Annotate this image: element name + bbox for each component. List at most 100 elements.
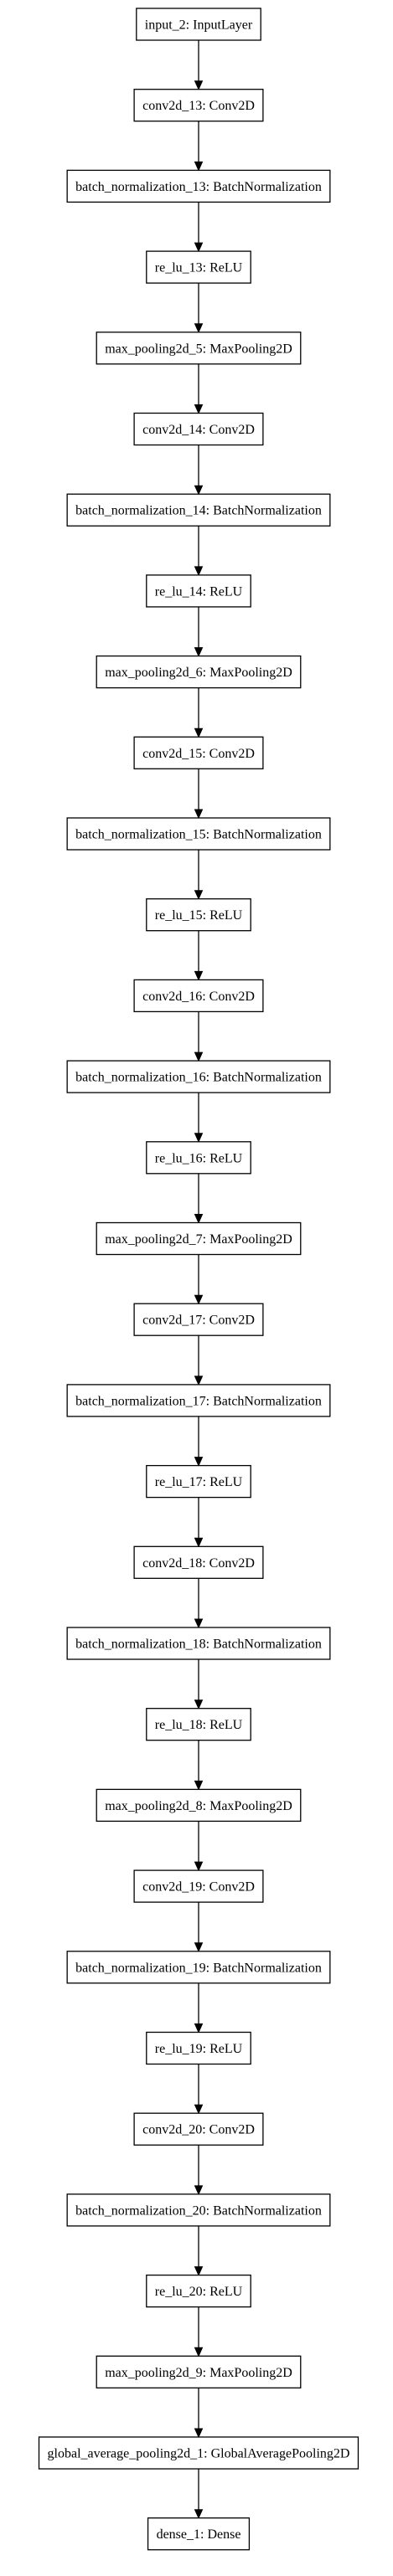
layer-node-label: max_pooling2d_8: MaxPooling2D (105, 1799, 292, 1813)
layer-node-label: conv2d_20: Conv2D (142, 2123, 255, 2137)
layer-node-box (133, 736, 264, 769)
arrowhead (194, 2023, 204, 2034)
layer-node-global-average-pooling2d-1: global_average_pooling2d_1: GlobalAverag… (38, 2436, 359, 2470)
edge-arrow (194, 1821, 204, 1872)
layer-node-label: batch_normalization_17: BatchNormalizati… (75, 1394, 322, 1408)
layer-node-box (146, 1708, 251, 1741)
layer-node-label: re_lu_16: ReLU (155, 1151, 243, 1165)
layer-node-batch-normalization-13: batch_normalization_13: BatchNormalizati… (66, 169, 331, 203)
edge-arrow (194, 1497, 204, 1548)
layer-node-label: re_lu_15: ReLU (155, 908, 243, 923)
layer-node-conv2d-18: conv2d_18: Conv2D (133, 1545, 264, 1579)
layer-node-max-pooling2d-6: max_pooling2d_6: MaxPooling2D (96, 655, 302, 689)
layer-node-re-lu-13: re_lu_13: ReLU (146, 250, 251, 284)
edge-arrow (194, 121, 204, 172)
layer-node-label: re_lu_19: ReLU (155, 2042, 243, 2056)
layer-node-conv2d-13: conv2d_13: Conv2D (133, 89, 264, 122)
layer-node-box (133, 1545, 264, 1579)
layer-node-box (146, 2274, 251, 2308)
layer-node-batch-normalization-20: batch_normalization_20: BatchNormalizati… (66, 2193, 331, 2227)
layer-node-max-pooling2d-7: max_pooling2d_7: MaxPooling2D (96, 1221, 302, 1256)
edge-arrow (194, 1254, 204, 1305)
layer-node-re-lu-15: re_lu_15: ReLU (146, 898, 251, 932)
layer-node-re-lu-19: re_lu_19: ReLU (146, 2031, 251, 2065)
layer-node-label: batch_normalization_13: BatchNormalizati… (75, 180, 322, 194)
layer-node-conv2d-15: conv2d_15: Conv2D (133, 736, 264, 769)
layer-node-box (66, 493, 331, 527)
layer-node-box (133, 412, 264, 446)
arrowhead (194, 1457, 204, 1467)
layer-node-re-lu-14: re_lu_14: ReLU (146, 574, 251, 608)
layer-node-box (133, 1303, 264, 1336)
arrowhead (194, 1699, 204, 1710)
arrowhead (194, 485, 204, 496)
layer-node-batch-normalization-15: batch_normalization_15: BatchNormalizati… (66, 817, 331, 851)
layer-node-conv2d-16: conv2d_16: Conv2D (133, 979, 264, 1013)
layer-node-max-pooling2d-9: max_pooling2d_9: MaxPooling2D (96, 2355, 302, 2388)
edge-arrow (194, 1982, 204, 2034)
arrowhead (194, 647, 204, 657)
edge-arrow (194, 2225, 204, 2276)
arrowhead (194, 1214, 204, 1224)
layer-node-re-lu-17: re_lu_17: ReLU (146, 1464, 251, 1499)
arrowhead (194, 2266, 204, 2276)
layer-node-label: re_lu_13: ReLU (155, 261, 243, 275)
edge-arrow (194, 1335, 204, 1386)
arrowhead (194, 2428, 204, 2439)
layer-node-batch-normalization-17: batch_normalization_17: BatchNormalizati… (66, 1384, 331, 1417)
edge-arrow (194, 2469, 204, 2519)
layer-node-label: re_lu_14: ReLU (155, 584, 243, 599)
edge-arrow (194, 930, 204, 981)
edge-arrow (194, 1011, 204, 1062)
layer-node-box (146, 1141, 251, 1175)
arrowhead (194, 1780, 204, 1791)
arrowhead (194, 728, 204, 738)
layer-node-box (133, 1869, 264, 1903)
edge-arrow (194, 283, 204, 334)
edge-arrow (194, 1902, 204, 1953)
arrowhead (194, 890, 204, 900)
layer-node-box (133, 2112, 264, 2146)
edge-arrow (194, 2064, 204, 2115)
arrowhead (194, 566, 204, 577)
layer-node-box (66, 1384, 331, 1417)
edge-arrow (194, 2306, 204, 2357)
layer-node-label: input_2: InputLayer (145, 18, 253, 33)
layer-node-box (146, 250, 251, 284)
layer-node-label: max_pooling2d_6: MaxPooling2D (105, 666, 292, 680)
arrowhead (194, 404, 204, 414)
arrowhead (194, 1942, 204, 1953)
layer-node-conv2d-17: conv2d_17: Conv2D (133, 1303, 264, 1336)
layer-node-label: batch_normalization_14: BatchNormalizati… (75, 504, 322, 518)
edge-arrow (194, 606, 204, 657)
layer-node-label: conv2d_18: Conv2D (142, 1556, 255, 1571)
edge-arrow (194, 687, 204, 738)
layer-node-label: max_pooling2d_9: MaxPooling2D (105, 2366, 292, 2380)
arrowhead (194, 1537, 204, 1548)
layer-node-box (66, 169, 331, 203)
layer-node-box (66, 1951, 331, 1984)
layer-node-box (66, 817, 331, 851)
arrowhead (194, 1618, 204, 1629)
layer-node-input-2: input_2: InputLayer (136, 8, 261, 41)
layer-node-box (66, 2193, 331, 2227)
arrowhead (194, 2509, 204, 2519)
arrowhead (194, 242, 204, 253)
layer-node-batch-normalization-14: batch_normalization_14: BatchNormalizati… (66, 493, 331, 527)
layer-node-re-lu-20: re_lu_20: ReLU (146, 2274, 251, 2308)
edge-arrow (194, 1659, 204, 1710)
layer-node-box (146, 574, 251, 608)
layer-node-re-lu-16: re_lu_16: ReLU (146, 1141, 251, 1175)
layer-node-box (96, 1221, 302, 1256)
arrowhead (194, 2104, 204, 2115)
arrowhead (194, 1294, 204, 1305)
layer-node-box (146, 2031, 251, 2065)
layer-node-label: conv2d_14: Conv2D (142, 423, 255, 437)
layer-node-label: max_pooling2d_7: MaxPooling2D (105, 1232, 292, 1247)
layer-node-box (133, 89, 264, 122)
layer-node-box (133, 979, 264, 1013)
layer-node-box (66, 1627, 331, 1660)
layer-node-box (147, 2517, 251, 2551)
layer-node-max-pooling2d-5: max_pooling2d_5: MaxPooling2D (96, 332, 302, 365)
layer-node-label: batch_normalization_19: BatchNormalizati… (75, 1961, 322, 1975)
